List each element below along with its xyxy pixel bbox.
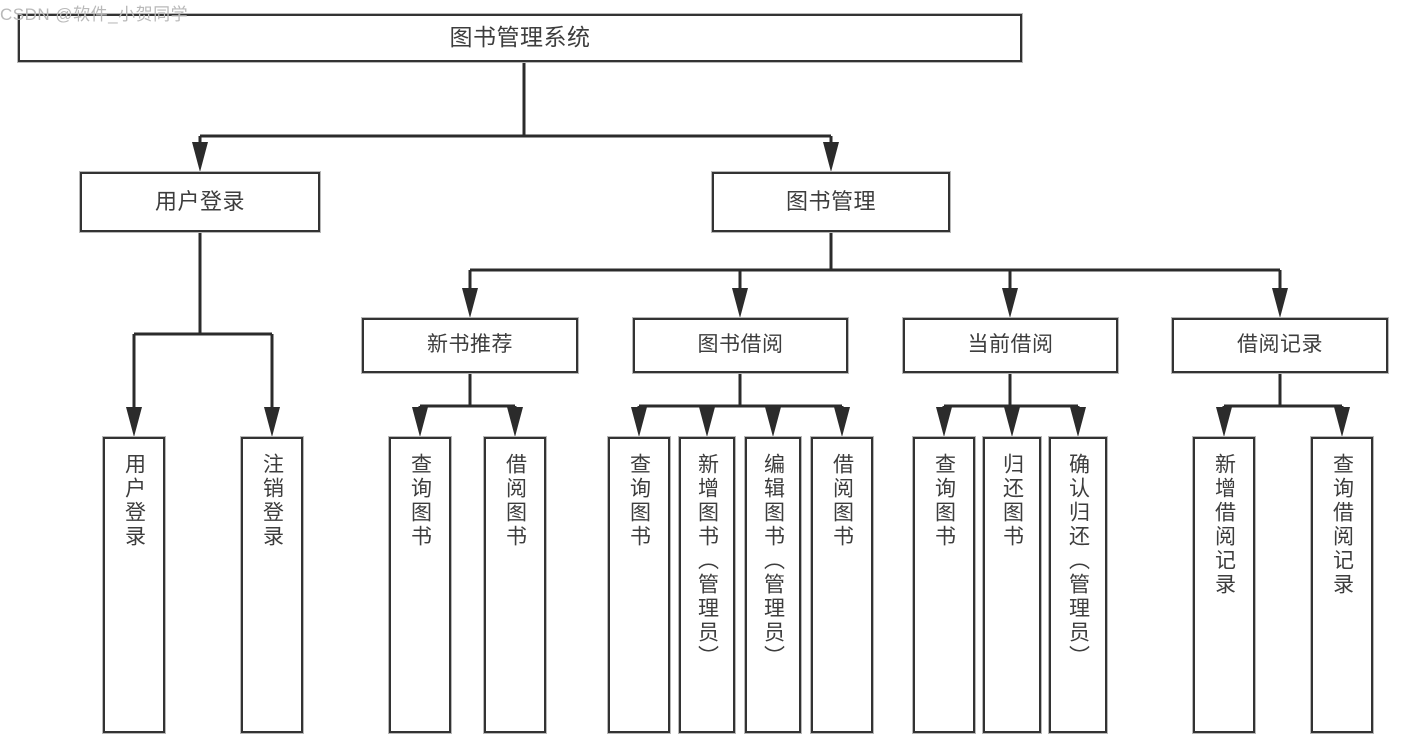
node-label-leaf-query-record: 查询借阅记录	[1330, 453, 1354, 597]
branch-book-mgmt-arrow-0	[462, 288, 478, 318]
node-label-leaf-add-record: 新增借阅记录	[1212, 453, 1236, 597]
node-leaf-logout[interactable]: 注销登录	[241, 437, 303, 733]
node-label-l2-new-book-rec: 新书推荐	[427, 333, 513, 357]
branch-current-borrow-arrow-2	[1070, 407, 1086, 437]
node-label-leaf-borrow-book-2: 借阅图书	[830, 453, 854, 549]
branch-root-arrow-0	[192, 142, 208, 172]
node-leaf-query-book-1[interactable]: 查询图书	[389, 437, 451, 733]
branch-book-mgmt-arrow-1	[732, 288, 748, 318]
node-l2-current-borrow[interactable]: 当前借阅	[903, 318, 1118, 373]
branch-book-borrow-arrow-0	[631, 407, 647, 437]
branch-book-borrow-arrow-1	[699, 407, 715, 437]
branch-book-mgmt-arrow-3	[1272, 288, 1288, 318]
node-label-leaf-confirm-return: 确认归还（管理员）	[1066, 453, 1090, 669]
node-leaf-confirm-return[interactable]: 确认归还（管理员）	[1049, 437, 1107, 733]
node-leaf-add-record[interactable]: 新增借阅记录	[1193, 437, 1255, 733]
node-label-l2-book-borrow: 图书借阅	[697, 333, 784, 357]
branch-root-arrow-1	[823, 142, 839, 172]
node-leaf-query-book-3[interactable]: 查询图书	[913, 437, 975, 733]
node-label-leaf-logout: 注销登录	[260, 453, 284, 549]
branch-book-mgmt-arrow-2	[1002, 288, 1018, 318]
node-leaf-query-book-2[interactable]: 查询图书	[608, 437, 670, 733]
node-label-leaf-query-book-2: 查询图书	[627, 453, 651, 549]
node-label-leaf-return-book: 归还图书	[1000, 453, 1024, 549]
node-l1-book-mgmt[interactable]: 图书管理	[712, 172, 950, 232]
node-l2-book-borrow[interactable]: 图书借阅	[633, 318, 848, 373]
node-label-l2-borrow-record: 借阅记录	[1237, 333, 1323, 357]
node-leaf-add-book[interactable]: 新增图书（管理员）	[679, 437, 735, 733]
branch-current-borrow-arrow-0	[936, 407, 952, 437]
branch-book-borrow-arrow-3	[834, 407, 850, 437]
node-leaf-borrow-book-1[interactable]: 借阅图书	[484, 437, 546, 733]
node-leaf-edit-book[interactable]: 编辑图书（管理员）	[745, 437, 801, 733]
node-label-leaf-query-book-1: 查询图书	[408, 453, 432, 549]
node-l1-user-login[interactable]: 用户登录	[80, 172, 320, 232]
branch-borrow-record-arrow-1	[1334, 407, 1350, 437]
node-label-l1-book-mgmt: 图书管理	[785, 189, 876, 215]
node-label-root: 图书管理系统	[449, 24, 591, 51]
node-label-leaf-query-book-3: 查询图书	[932, 453, 956, 549]
branch-borrow-record-arrow-0	[1216, 407, 1232, 437]
node-leaf-borrow-book-2[interactable]: 借阅图书	[811, 437, 873, 733]
branch-new-book-rec-arrow-1	[507, 407, 523, 437]
node-label-l1-user-login: 用户登录	[154, 189, 245, 215]
branch-current-borrow-arrow-1	[1004, 407, 1020, 437]
node-label-leaf-borrow-book-1: 借阅图书	[503, 453, 527, 549]
node-label-leaf-user-login: 用户登录	[122, 453, 146, 549]
node-leaf-query-record[interactable]: 查询借阅记录	[1311, 437, 1373, 733]
node-label-leaf-edit-book: 编辑图书（管理员）	[761, 453, 785, 669]
node-label-l2-current-borrow: 当前借阅	[967, 333, 1054, 357]
branch-user-login-arrow-0	[126, 407, 142, 437]
node-l2-new-book-rec[interactable]: 新书推荐	[362, 318, 578, 373]
branch-user-login-arrow-1	[264, 407, 280, 437]
branch-book-borrow-arrow-2	[765, 407, 781, 437]
node-root[interactable]: 图书管理系统	[18, 14, 1022, 62]
csdn-watermark: CSDN @软件_小贺同学	[0, 5, 189, 24]
branch-new-book-rec-arrow-0	[412, 407, 428, 437]
node-leaf-return-book[interactable]: 归还图书	[983, 437, 1041, 733]
node-l2-borrow-record[interactable]: 借阅记录	[1172, 318, 1388, 373]
node-leaf-user-login[interactable]: 用户登录	[103, 437, 165, 733]
node-label-leaf-add-book: 新增图书（管理员）	[695, 453, 719, 669]
